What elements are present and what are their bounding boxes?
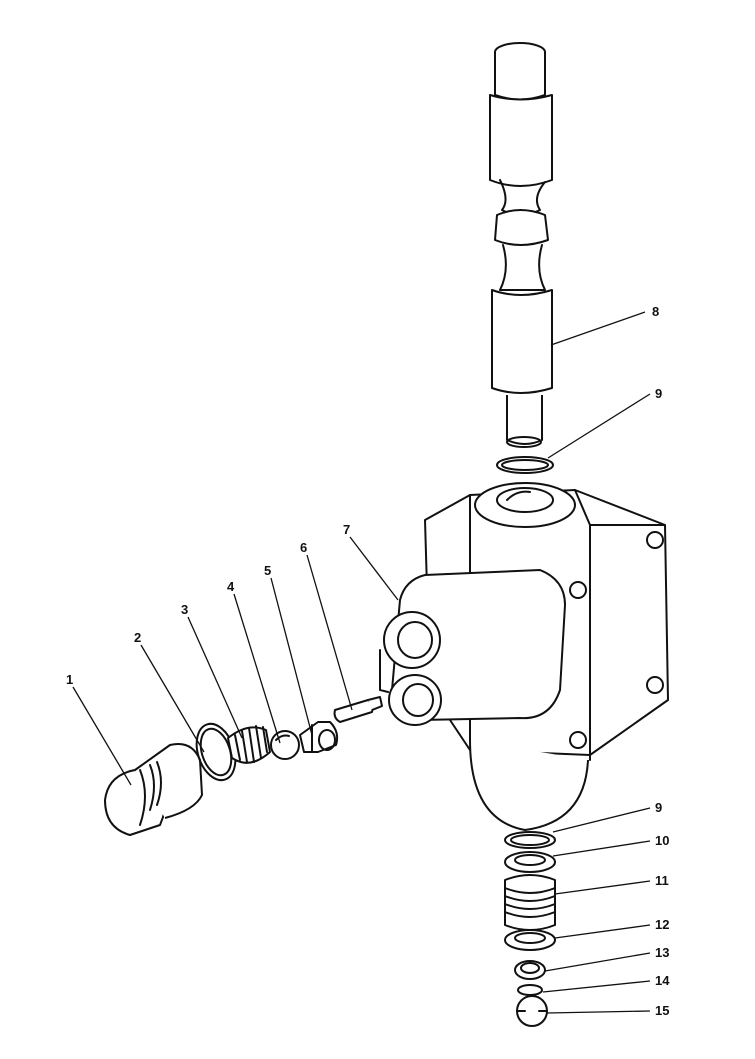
callout-6: 6 [300,540,307,555]
callout-10: 10 [655,833,669,848]
snap-ring-part-15 [516,995,548,1027]
callout-3: 3 [181,602,188,617]
upper-o-ring-part-9 [496,456,554,474]
callout-5: 5 [264,563,271,578]
callout-2: 2 [134,630,141,645]
washer-part-12 [504,929,556,951]
valve-body-part-7 [379,482,669,831]
callout-8: 8 [652,304,659,319]
leader-lines [72,311,651,1014]
plug-part-1 [104,743,203,836]
spring-part-11 [504,874,556,931]
callout-14: 14 [655,973,670,988]
spring-part-3 [227,725,271,764]
callout-4: 4 [227,579,235,594]
callout-9-lower: 9 [655,800,662,815]
callout-11: 11 [655,873,669,888]
poppet-seat-part-5 [299,721,339,753]
seal-part-10 [504,851,556,873]
pin-part-6 [333,696,383,723]
callout-15: 15 [655,1003,669,1018]
ring-part-14 [517,984,543,996]
callout-labels: 1 2 3 4 5 6 7 8 9 9 10 11 12 13 14 15 [66,304,670,1018]
callout-13: 13 [655,945,669,960]
retainer-part-13 [514,960,546,980]
ball-part-4 [270,730,300,760]
spool-part-8 [489,42,553,448]
callout-7: 7 [343,522,350,537]
callout-12: 12 [655,917,669,932]
lower-o-ring-part-9 [504,831,556,849]
callout-9-upper: 9 [655,386,662,401]
callout-1: 1 [66,672,73,687]
